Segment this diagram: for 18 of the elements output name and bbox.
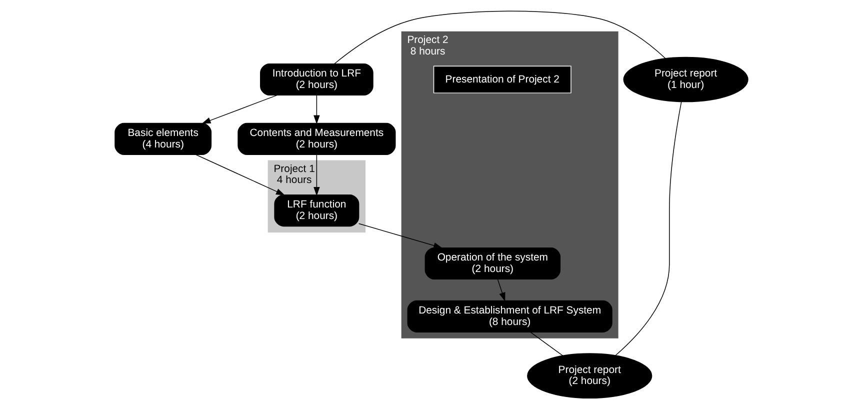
arrow [358, 223, 442, 249]
node-box: Basic elements (4 hours) [114, 122, 212, 155]
arrow [313, 94, 320, 124]
arrow [194, 154, 284, 196]
node-ellipse: Project report (1 hour) [622, 56, 748, 102]
node-box: Introduction to LRF (2 hours) [260, 63, 373, 96]
connector [614, 101, 682, 356]
arrow [201, 94, 277, 124]
node-box: Contents and Measurements (2 hours) [237, 122, 396, 155]
node-box: Design & Establishment of LRF System (8 hours) [406, 300, 612, 332]
arrow [496, 279, 505, 302]
connector [530, 332, 563, 356]
node-box: Presentation of Project 2 [432, 66, 571, 94]
connector [334, 10, 666, 64]
node-ellipse: Project report (2 hours) [526, 353, 652, 399]
node-box: Operation of the system (2 hours) [424, 247, 560, 280]
arrow [313, 154, 320, 196]
node-box: LRF function (2 hours) [274, 194, 359, 227]
